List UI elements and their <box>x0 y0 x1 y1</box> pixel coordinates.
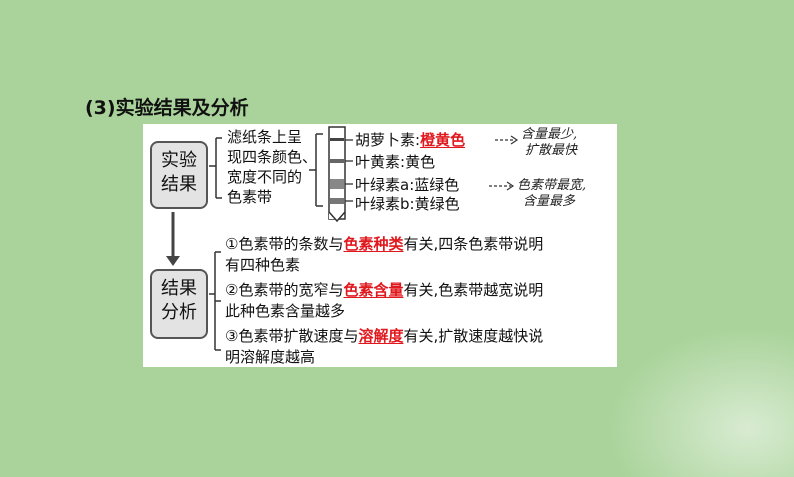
section-title: (3)实验结果及分析 <box>85 97 249 119</box>
carotene-color: 橙黄色 <box>420 131 466 149</box>
result-desc-3: 宽度不同的 <box>227 168 303 186</box>
note-widest-most: 色素带最宽, 含量最多 <box>517 178 587 209</box>
strip-tip <box>328 211 346 223</box>
band-xanthophyll <box>330 159 344 163</box>
background-sparkle <box>594 317 794 477</box>
band-carotene <box>330 138 344 141</box>
down-arrow <box>166 256 180 266</box>
result-box-line2: 结果 <box>161 174 197 195</box>
pigment-xanthophyll: 叶黄素:黄色 <box>355 153 436 171</box>
pigment-carotene: 胡萝卜素:橙黄色 <box>355 131 466 149</box>
result-bracket <box>209 137 222 199</box>
key-pigment-content: 色素含量 <box>343 281 404 299</box>
analysis-box-line1: 结果 <box>161 278 197 299</box>
pigment-chlorophyll-a: 叶绿素a:蓝绿色 <box>355 176 460 194</box>
band-chlorophyll-a <box>330 179 344 189</box>
result-box: 实验 结果 <box>150 141 208 209</box>
analysis-box-line2: 分析 <box>161 302 197 323</box>
analysis-box: 结果 分析 <box>150 269 208 339</box>
diagram-panel: 实验 结果 滤纸条上呈 现四条颜色、 宽度不同的 色素带 胡萝卜素:橙黄色 叶黄… <box>143 124 617 367</box>
result-box-line1: 实验 <box>161 150 197 171</box>
result-desc-4: 色素带 <box>227 188 273 206</box>
pigment-chlorophyll-b: 叶绿素b:黄绿色 <box>355 195 460 213</box>
key-solubility: 溶解度 <box>358 327 404 345</box>
result-desc-1: 滤纸条上呈 <box>227 128 303 146</box>
diagram-lines <box>166 126 519 351</box>
key-pigment-types: 色素种类 <box>343 235 404 253</box>
note-least-fastest: 含量最少, 扩散最快 <box>521 127 578 158</box>
analysis-bracket <box>209 251 221 351</box>
desc-bracket <box>309 133 323 207</box>
band-chlorophyll-b <box>330 198 344 204</box>
result-desc-2: 现四条颜色、 <box>227 148 318 166</box>
